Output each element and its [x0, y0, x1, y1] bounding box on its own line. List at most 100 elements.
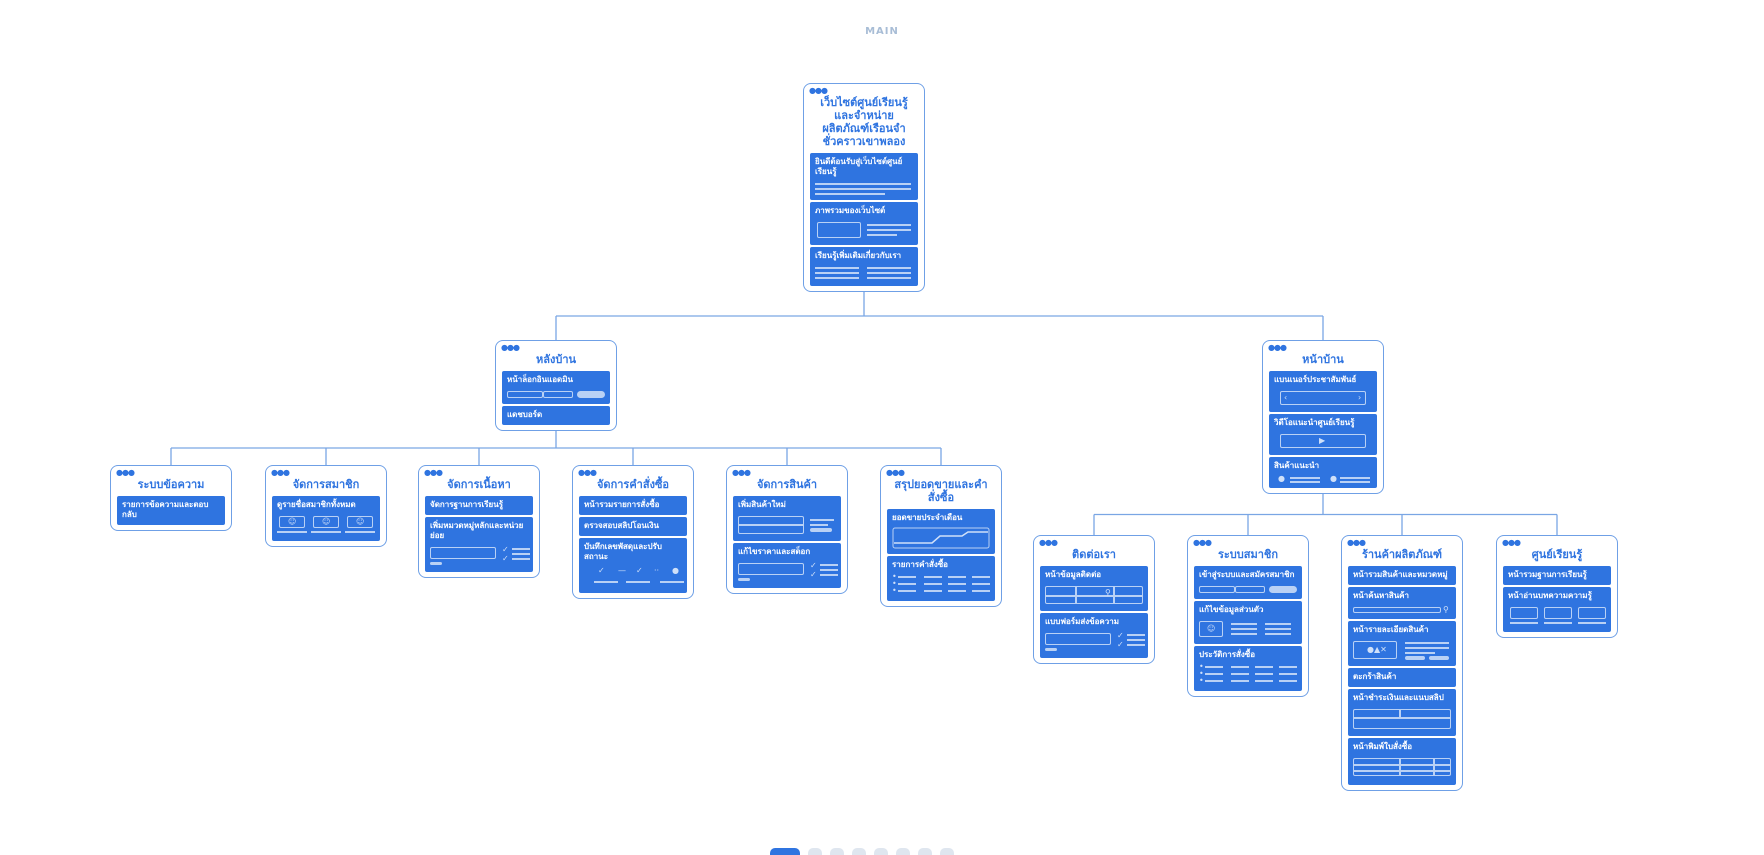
mock-line [1205, 673, 1223, 675]
card-section[interactable]: หน้ารวมสินค้าและหมวดหมู่ [1348, 566, 1456, 585]
pen-tool-button[interactable] [852, 848, 866, 855]
card-section[interactable]: ตรวจสอบสลิปโอนเงิน [579, 517, 687, 536]
card-section[interactable]: แบนเนอร์ประชาสัมพันธ์‹› [1269, 371, 1377, 412]
frontend-child-card[interactable]: ●●●ติดต่อเราหน้าข้อมูลติดต่อ⚲แบบฟอร์มส่ง… [1033, 535, 1155, 664]
mock-line [867, 277, 911, 279]
mock-line [1231, 623, 1257, 625]
card-section[interactable]: ประวัติการสั่งซื้อ••• [1194, 646, 1302, 691]
section-mockup [507, 389, 605, 399]
section-mockup: ✓✓ [738, 561, 838, 583]
card-section[interactable]: หน้าพิมพ์ใบสั่งซื้อ [1348, 738, 1456, 785]
card-section[interactable]: หน้ารายละเอียดสินค้า●▲✕ [1348, 621, 1456, 666]
shape-tool-button[interactable] [896, 848, 910, 855]
card-title: สรุปยอดขายและคำสั่งซื้อ [894, 478, 988, 504]
text-tool-button[interactable] [874, 848, 888, 855]
card-menu-dots-icon[interactable]: ●●● [1193, 538, 1212, 547]
mock-line [626, 581, 650, 583]
card-menu-dots-icon[interactable]: ●●● [271, 468, 290, 477]
card-menu-dots-icon[interactable]: ●●● [809, 86, 828, 95]
mock-line [1279, 680, 1297, 682]
backend-child-card[interactable]: ●●● จัดการเนื้อหาจัดการฐานการเรียนรู้เพิ่… [418, 465, 540, 578]
card-menu-dots-icon[interactable]: ●●● [1502, 538, 1521, 547]
mock-line [594, 581, 618, 583]
backend-child-card[interactable]: ●●●ระบบข้อความรายการข้อความและตอบกลับ [110, 465, 232, 531]
card-section[interactable]: รายการข้อความและตอบกลับ [117, 496, 225, 525]
card-section[interactable]: สินค้าแนะนำ●● [1269, 457, 1377, 488]
backend-child-card[interactable]: ●●●สรุปยอดขายและคำสั่งซื้อยอดขายประจำเดื… [880, 465, 1002, 607]
card-menu-dots-icon[interactable]: ●●● [886, 468, 905, 477]
avatar-placeholder-box [279, 516, 305, 528]
bullet-icon: • [892, 572, 897, 581]
section-mockup [1353, 756, 1451, 780]
mock-line [815, 188, 911, 190]
backend-node-card[interactable]: ●●●หลังบ้านหน้าล็อกอินแอดมินแดชบอร์ด [495, 340, 617, 431]
comment-tool-button[interactable] [918, 848, 932, 855]
mock-line [738, 524, 804, 526]
frame-tool-button[interactable] [830, 848, 844, 855]
mock-line [1290, 481, 1320, 483]
card-section[interactable]: หน้าข้อมูลติดต่อ⚲ [1040, 566, 1148, 611]
mock-line [1353, 764, 1451, 766]
card-section[interactable]: ยอดขายประจำเดือน [887, 509, 995, 554]
card-section[interactable]: ตะกร้าสินค้า [1348, 668, 1456, 687]
backend-child-card[interactable]: ●●●จัดการสินค้าเพิ่มสินค้าใหม่แก้ไขราคาแ… [726, 465, 848, 594]
section-mockup: ☺☺☺ [277, 514, 375, 536]
card-menu-dots-icon[interactable]: ●●● [578, 468, 597, 477]
card-section[interactable]: เรียนรู้เพิ่มเติมเกี่ยวกับเรา [810, 247, 918, 286]
card-section[interactable]: รายการคำสั่งซื้อ••• [887, 556, 995, 601]
card-menu-dots-icon[interactable]: ●●● [424, 468, 443, 477]
section-label: ตรวจสอบสลิปโอนเงิน [584, 521, 659, 530]
card-menu-dots-icon[interactable]: ●●● [1268, 343, 1287, 352]
card-section[interactable]: แก้ไขข้อมูลส่วนตัว☺ [1194, 601, 1302, 644]
mock-line [1045, 595, 1143, 597]
card-menu-dots-icon[interactable]: ●●● [732, 468, 751, 477]
card-title: หน้าบ้าน [1302, 353, 1344, 366]
card-menu-dots-icon[interactable]: ●●● [116, 468, 135, 477]
input-placeholder-box [1045, 633, 1111, 645]
mock-line [820, 569, 838, 571]
select-tool-button[interactable] [770, 848, 800, 855]
mock-line [815, 277, 859, 279]
card-section[interactable]: จัดการฐานการเรียนรู้ [425, 496, 533, 515]
card-title: เว็บไซต์ศูนย์เรียนรู้และจำหน่ายผลิตภัณฑ์… [820, 96, 908, 148]
mock-line [1231, 633, 1257, 635]
card-menu-dots-icon[interactable]: ●●● [1039, 538, 1058, 547]
card-section[interactable]: แดชบอร์ด [502, 406, 610, 425]
frontend-node-card[interactable]: ●●● หน้าบ้านแบนเนอร์ประชาสัมพันธ์‹›วิดีโอ… [1262, 340, 1384, 494]
card-section[interactable]: แก้ไขราคาและสต็อก✓✓ [733, 543, 841, 588]
check-icon: ✓ [598, 566, 605, 575]
backend-child-card[interactable]: ●●●จัดการคำสั่งซื้อหน้ารวมรายการสั่งซื้อ… [572, 465, 694, 599]
section-mockup: ●● [1274, 475, 1372, 483]
card-menu-dots-icon[interactable]: ●●● [501, 343, 520, 352]
card-section[interactable]: เข้าสู่ระบบและสมัครสมาชิก [1194, 566, 1302, 599]
card-section[interactable]: หน้าค้นหาสินค้า⚲ [1348, 587, 1456, 619]
mock-line [810, 519, 834, 521]
card-section[interactable]: บันทึกเลขพัสดุและปรับสถานะ✓—✓··● [579, 538, 687, 593]
card-section[interactable]: เพิ่มสินค้าใหม่ [733, 496, 841, 541]
more-tool-button[interactable] [940, 848, 954, 855]
card-title: จัดการเนื้อหา [447, 478, 511, 491]
card-section[interactable]: หน้าชำระเงินและแนบสลิป [1348, 689, 1456, 736]
section-mockup [738, 514, 836, 536]
card-section[interactable]: หน้าอ่านบทความความรู้ [1503, 587, 1611, 632]
frontend-child-card[interactable]: ●●●ระบบสมาชิกเข้าสู่ระบบและสมัครสมาชิกแก… [1187, 535, 1309, 697]
frontend-child-card[interactable]: ●●●ร้านค้าผลิตภัณฑ์หน้ารวมสินค้าและหมวดห… [1341, 535, 1463, 791]
card-section[interactable]: เพิ่มหมวดหมู่หลักและหน่วยย่อย✓✓ [425, 517, 533, 572]
card-section[interactable]: หน้ารวมรายการสั่งซื้อ [579, 496, 687, 515]
card-section[interactable]: วิดีโอแนะนำศูนย์เรียนรู้▶ [1269, 414, 1377, 455]
card-section[interactable]: หน้าล็อกอินแอดมิน [502, 371, 610, 404]
frontend-child-card[interactable]: ●●●ศูนย์เรียนรู้หน้ารวมฐานการเรียนรู้หน้… [1496, 535, 1618, 638]
mock-line [1231, 680, 1249, 682]
backend-child-card[interactable]: ●●●จัดการสมาชิกดูรายชื่อสมาชิกทั้งหมด☺☺☺ [265, 465, 387, 547]
card-section[interactable]: ยินดีต้อนรับสู่เว็บไซต์ศูนย์เรียนรู้ [810, 153, 918, 200]
card-section[interactable]: ดูรายชื่อสมาชิกทั้งหมด☺☺☺ [272, 496, 380, 541]
mock-line [924, 576, 942, 578]
hand-tool-button[interactable] [808, 848, 822, 855]
root-node-card[interactable]: ●●●เว็บไซต์ศูนย์เรียนรู้และจำหน่ายผลิตภั… [803, 83, 925, 292]
card-section[interactable]: แบบฟอร์มส่งข้อความ✓✓ [1040, 613, 1148, 658]
card-section[interactable]: ภาพรวมของเว็บไซต์ [810, 202, 918, 245]
card-section[interactable]: หน้ารวมฐานการเรียนรู้ [1503, 566, 1611, 585]
section-label: แดชบอร์ด [507, 410, 543, 419]
card-menu-dots-icon[interactable]: ●●● [1347, 538, 1366, 547]
mock-line [898, 576, 916, 578]
